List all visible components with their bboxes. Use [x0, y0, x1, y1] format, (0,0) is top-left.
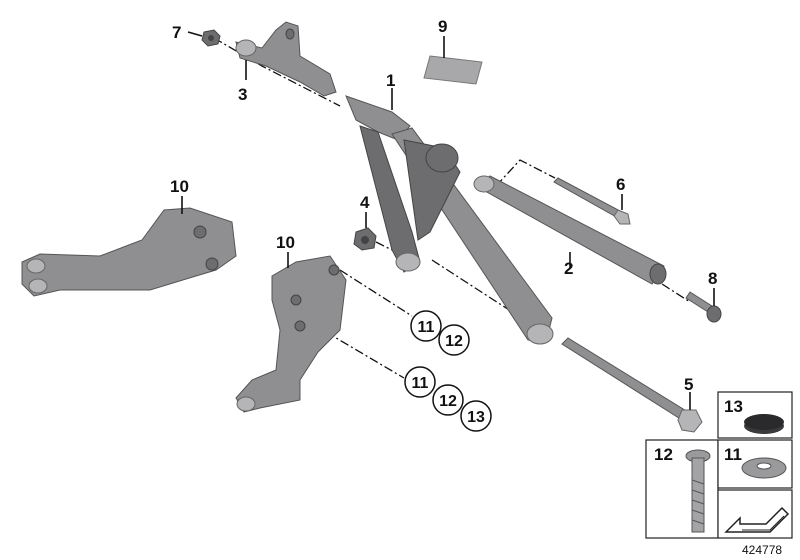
circled-callout-11a: 11 — [418, 319, 435, 336]
callout-6: 6 — [616, 175, 625, 194]
circled-callout-11b: 11 — [412, 375, 429, 392]
direction-arrow-icon — [724, 506, 790, 533]
callout-9: 9 — [438, 17, 447, 36]
circled-callout-12a: 12 — [445, 333, 463, 350]
part-6-bolt — [553, 177, 631, 225]
legend-panel: 13 12 11 — [645, 391, 793, 539]
circled-callout-13: 13 — [467, 409, 485, 426]
callout-4: 4 — [360, 193, 370, 212]
callouts: 1 2 3 4 5 6 7 8 9 10 10 — [170, 17, 717, 394]
part-10-bracket-left — [21, 207, 237, 297]
callout-5: 5 — [684, 375, 693, 394]
callout-8: 8 — [708, 269, 717, 288]
legend-label-11: 11 — [724, 445, 742, 464]
part-1-frame — [345, 95, 554, 345]
part-4-nut — [353, 227, 377, 251]
callout-7: 7 — [172, 23, 181, 42]
circled-callout-12b: 12 — [439, 393, 457, 410]
part-3-bracket — [235, 21, 337, 97]
legend-label-12: 12 — [654, 445, 673, 464]
part-10-bracket-middle — [235, 255, 347, 413]
leader-lines — [181, 31, 715, 410]
callout-10-left: 10 — [170, 177, 189, 196]
part-2-tube — [473, 175, 667, 285]
callout-3: 3 — [238, 85, 247, 104]
callout-1: 1 — [386, 71, 395, 90]
part-7-nut — [201, 29, 221, 47]
circled-callouts: 11 12 11 12 13 — [404, 310, 492, 432]
part-5-bolt — [561, 337, 703, 433]
plug-icon — [744, 414, 784, 434]
part-8-bolt — [685, 291, 722, 323]
legend-label-13: 13 — [724, 397, 743, 416]
bolt-icon — [685, 449, 711, 533]
callout-10-middle: 10 — [276, 233, 295, 252]
washer-icon — [741, 457, 787, 479]
diagram-number: 424778 — [742, 543, 782, 557]
callout-2: 2 — [564, 259, 573, 278]
part-9-pad — [423, 55, 483, 85]
